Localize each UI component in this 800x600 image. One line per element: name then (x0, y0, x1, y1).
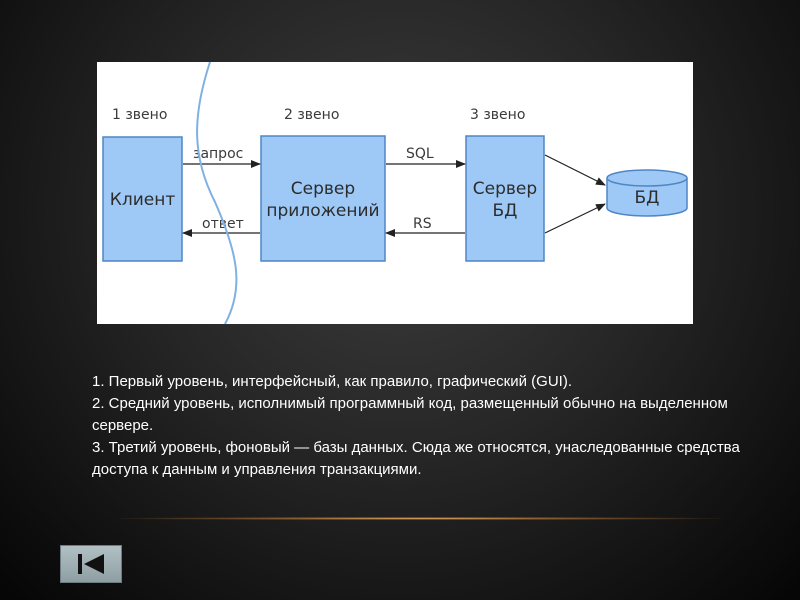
app-server-box (260, 135, 386, 262)
tier-label-3: 3 звено (470, 107, 525, 123)
description-line-2: 2. Средний уровень, исполнимый программн… (92, 395, 728, 434)
diagram-panel: 1 звено 2 звено 3 звено Клиент Сервер пр… (97, 62, 693, 324)
rs-label: RS (413, 216, 432, 232)
client-box-label: Клиент (110, 190, 176, 210)
db-server-label-line1: Сервер (473, 179, 537, 199)
decorative-divider (120, 517, 720, 520)
sql-label: SQL (406, 146, 434, 162)
skip-back-icon (78, 554, 104, 574)
three-tier-diagram: 1 звено 2 звено 3 звено Клиент Сервер пр… (102, 62, 688, 324)
response-label: ответ (202, 216, 244, 232)
back-button[interactable] (60, 545, 122, 583)
description-text: 1. Первый уровень, интерфейсный, как пра… (92, 371, 742, 481)
client-box (102, 136, 183, 262)
description-line-3: 3. Третий уровень, фоновый — базы данных… (92, 439, 740, 478)
request-label: запрос (193, 146, 243, 162)
db-server-label-line2: БД (493, 201, 518, 221)
db-server-box (465, 135, 545, 262)
network-boundary-curve (196, 62, 238, 324)
tier-label-2: 2 звено (284, 107, 339, 123)
database-label: БД (635, 188, 660, 208)
tier-label-1: 1 звено (112, 107, 167, 123)
database-cylinder (606, 169, 688, 217)
db-result-arrow (544, 203, 606, 234)
app-server-label-line1: Сервер (291, 179, 355, 199)
db-query-arrow (544, 154, 606, 186)
app-server-label-line2: приложений (266, 201, 379, 221)
description-line-1: 1. Первый уровень, интерфейсный, как пра… (92, 373, 572, 390)
